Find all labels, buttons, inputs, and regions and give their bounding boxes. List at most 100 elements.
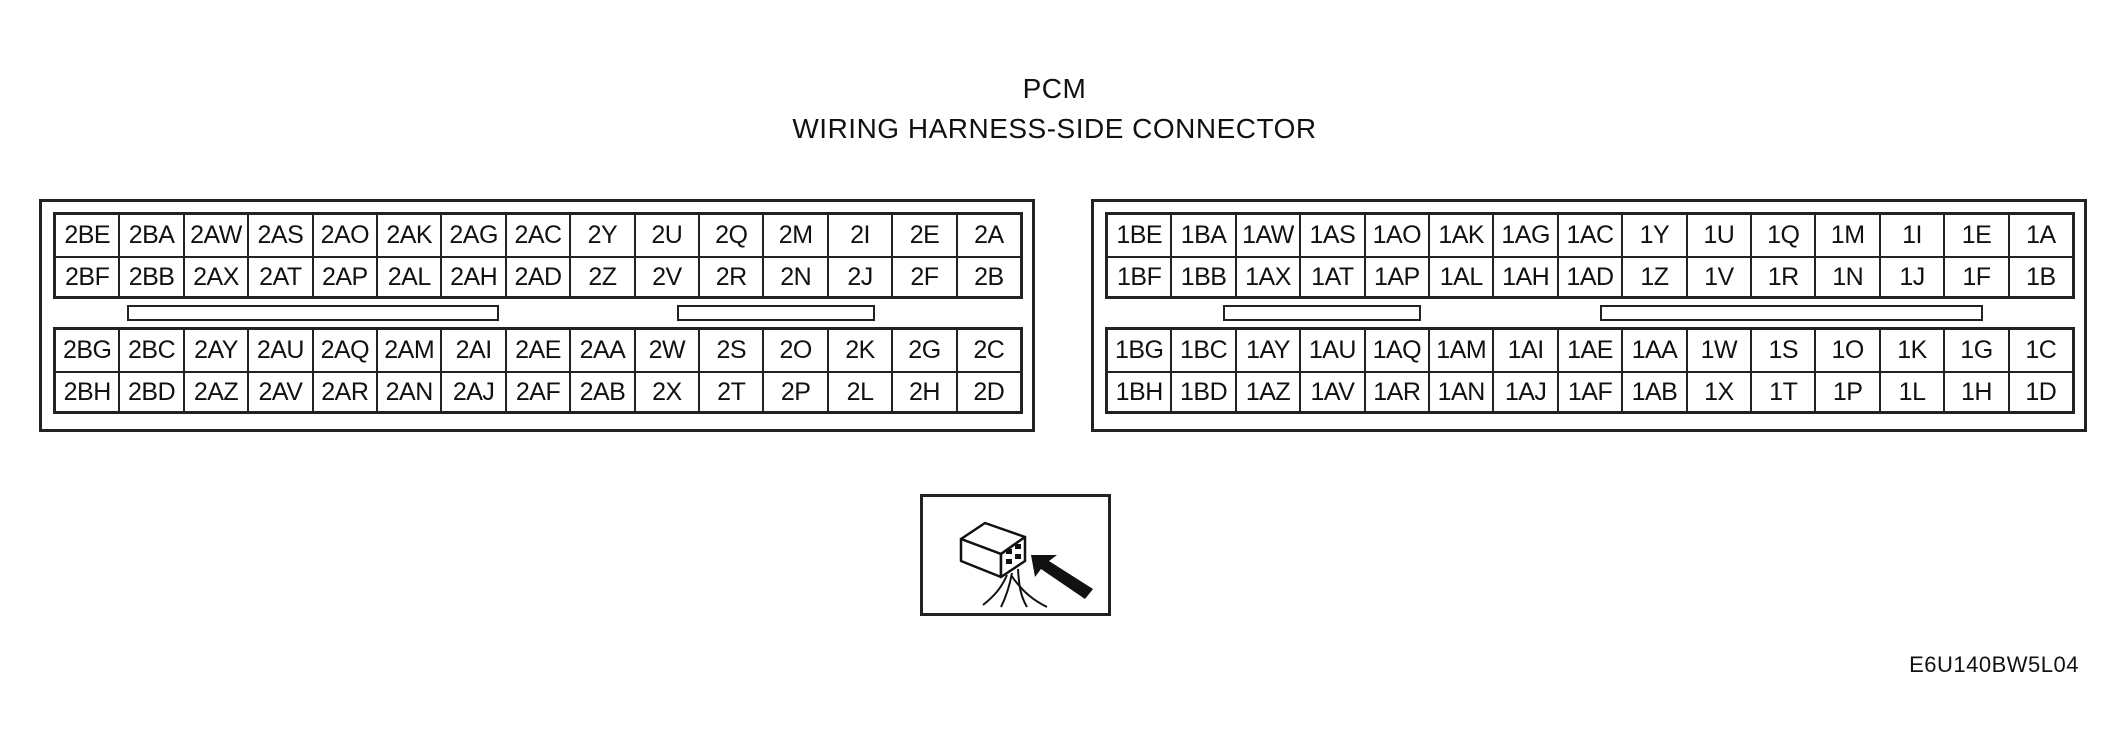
pin-cell: 2M (762, 215, 826, 256)
pin-cell: 1AG (1492, 215, 1556, 256)
pin-cell: 1E (1943, 215, 2007, 256)
pin-cell: 2R (698, 257, 762, 298)
pin-cell: 1AR (1363, 372, 1428, 413)
connector-2-key-slot-right (677, 305, 875, 321)
pin-cell: 2AT (247, 257, 311, 298)
pin-cell: 1BC (1170, 330, 1234, 371)
pin-cell: 1AU (1299, 330, 1363, 371)
pin-cell: 2Y (569, 215, 633, 256)
connector-1-key-slot-right (1600, 305, 1983, 321)
connector-view-arrow-icon (959, 521, 1093, 608)
pin-cell: 1A (2007, 215, 2072, 256)
pin-cell: 2A (955, 215, 1020, 256)
pin-cell: 1AB (1621, 372, 1685, 413)
pin-cell: 1BA (1170, 215, 1234, 256)
figure-code: E6U140BW5L04 (1909, 652, 2079, 677)
pin-cell: 1AI (1492, 330, 1556, 371)
pin-cell: 2T (698, 372, 762, 413)
pin-cell: 1BD (1170, 372, 1234, 413)
pin-cell: 2D (955, 372, 1020, 413)
pin-cell: 1AF (1556, 372, 1621, 413)
pin-cell: 2AN (376, 372, 440, 413)
pin-cell: 2AX (182, 257, 247, 298)
pin-cell: 1BB (1170, 257, 1234, 298)
pin-cell: 1AC (1556, 215, 1621, 256)
pin-cell: 2AU (247, 330, 311, 371)
pin-cell: 2BC (118, 330, 182, 371)
pin-cell: 1AV (1299, 372, 1363, 413)
pin-cell: 1X (1685, 372, 1750, 413)
pin-cell: 1L (1878, 372, 1943, 413)
pin-cell: 1U (1685, 215, 1750, 256)
connector-1-key-slot-left (1223, 305, 1421, 321)
pin-cell: 2AB (569, 372, 633, 413)
pin-cell: 2AP (311, 257, 376, 298)
pin-cell: 2BA (118, 215, 182, 256)
pin-cell: 1AH (1492, 257, 1556, 298)
pin-cell: 1AN (1428, 372, 1492, 413)
pin-cell: 2AC (504, 215, 569, 256)
pin-cell: 1O (1814, 330, 1878, 371)
pin-cell: 1Y (1621, 215, 1685, 256)
pin-cell: 2AV (247, 372, 311, 413)
diagram-title: PCM (1022, 73, 1087, 104)
pin-cell: 1P (1814, 372, 1878, 413)
pin-cell: 2AS (247, 215, 311, 256)
pin-cell: 2N (762, 257, 826, 298)
pin-cell: 1M (1814, 215, 1878, 256)
pin-cell: 1B (2007, 257, 2072, 298)
pin-cell: 2BF (65, 263, 110, 292)
pin-cell: 1AJ (1492, 372, 1556, 413)
pin-cell: 1AX (1234, 257, 1299, 298)
pin-cell: 1AK (1428, 215, 1492, 256)
pin-cell: 1AD (1556, 257, 1621, 298)
pin-cell: 2F (891, 257, 955, 298)
pin-cell: 1F (1943, 257, 2007, 298)
pin-cell: 1BF (1117, 263, 1162, 292)
pin-cell: 2Q (698, 215, 762, 256)
pin-cell: 2BH (63, 378, 112, 407)
pin-cell: 2V (633, 257, 698, 298)
pin-cell: 2J (826, 257, 891, 298)
pin-cell: 2AE (504, 330, 569, 371)
pin-cell: 2L (826, 372, 891, 413)
pin-cell: 2AQ (311, 330, 376, 371)
pin-cell: 1R (1750, 257, 1814, 298)
pin-cell: 2AM (376, 330, 440, 371)
pin-cell: 2W (633, 330, 698, 371)
pin-cell: 2AA (569, 330, 633, 371)
pin-cell: 1W (1685, 330, 1750, 371)
pin-cell: 2E (891, 215, 955, 256)
pin-cell: 2K (826, 330, 891, 371)
pin-cell: 1V (1685, 257, 1750, 298)
pin-cell: 1AE (1556, 330, 1621, 371)
pin-cell: 1AM (1428, 330, 1492, 371)
pin-cell: 1G (1943, 330, 2007, 371)
pin-cell: 1AW (1234, 215, 1299, 256)
pin-cell: 1AS (1299, 215, 1363, 256)
pin-cell: 2BD (118, 372, 182, 413)
pin-cell: 2BB (118, 257, 182, 298)
pin-cell: 1T (1750, 372, 1814, 413)
pin-cell: 2AO (311, 215, 376, 256)
pin-cell: 1AZ (1234, 372, 1299, 413)
pin-cell: 1BE (1116, 220, 1163, 249)
pin-cell: 1I (1878, 215, 1943, 256)
pin-cell: 2C (955, 330, 1020, 371)
pin-cell: 2AG (440, 215, 504, 256)
pin-cell: 1Z (1621, 257, 1685, 298)
pin-cell: 1H (1943, 372, 2007, 413)
pin-cell: 1K (1878, 330, 1943, 371)
pin-cell: 2BE (64, 220, 111, 249)
pin-cell: 2I (826, 215, 891, 256)
